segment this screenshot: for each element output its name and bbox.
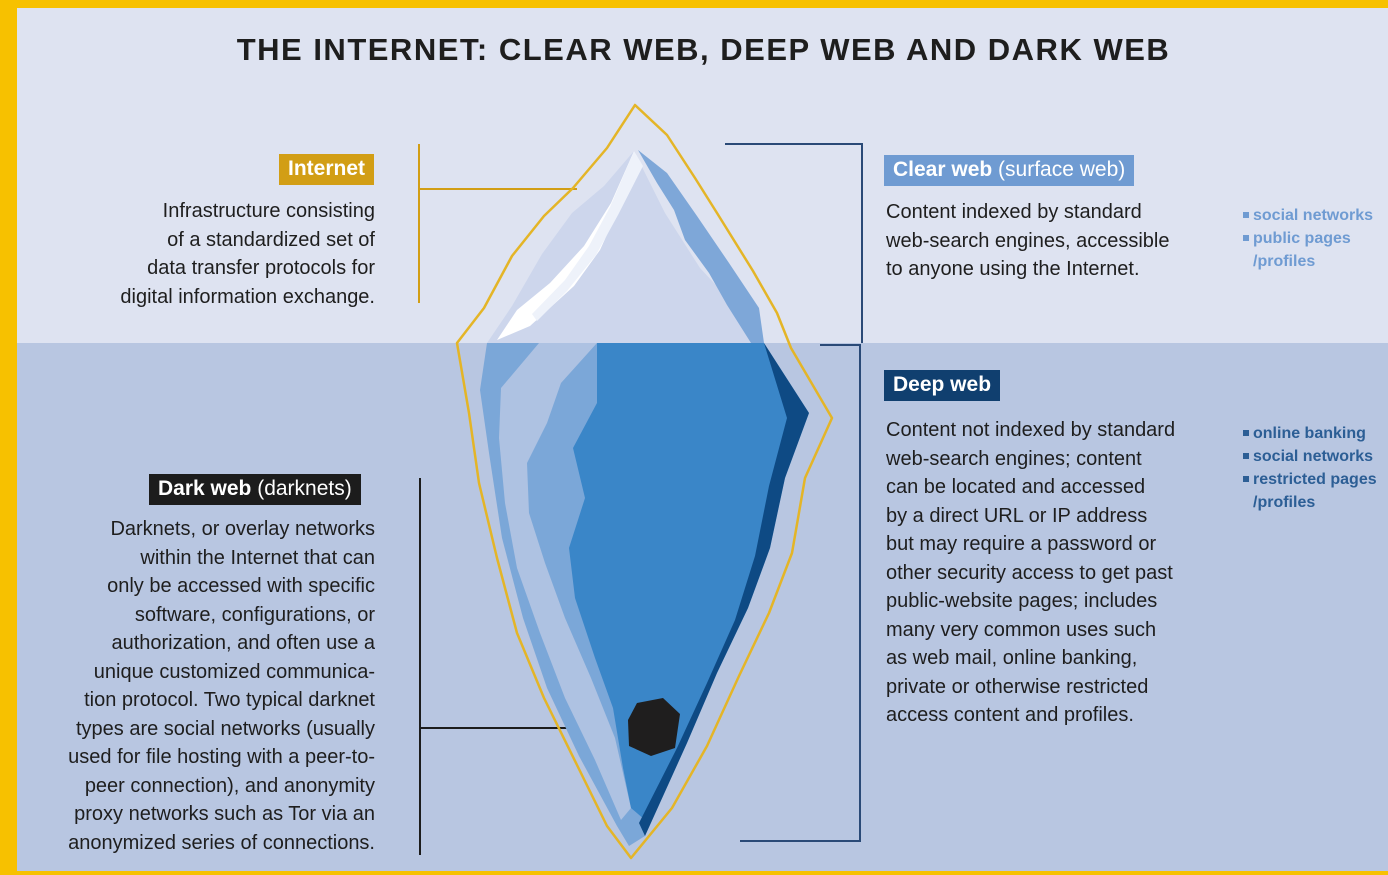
text-line: private or otherwise restricted [886,675,1149,698]
clear-web-label-rest: (surface web) [992,158,1126,181]
dark-web-label: Dark web (darknets) [149,474,361,505]
text-line: authorization, and often use a [111,632,375,654]
text-line: unique customized communica- [93,660,375,683]
text-line: tion protocol. Two typical darknet [84,689,375,711]
text-line: can be located and accessed [886,476,1146,498]
deep-web-label-bold: Deep web [893,373,992,396]
dark-web-description: Darknets, or overlay networks within the… [17,515,375,857]
text-line: web-search engines; content [886,447,1142,470]
internet-outline [455,103,834,860]
iceberg-shadow-face [638,150,764,343]
text-line: to anyone using the Internet. [886,258,1140,280]
text-line: only be accessed with specific [107,575,375,597]
text-line: other security access to get past [886,561,1173,584]
text-line: peer connection), and anonymity [84,774,375,797]
dark-web-rock [628,698,680,756]
page-title: THE INTERNET: CLEAR WEB, DEEP WEB AND DA… [236,32,1171,67]
deep-web-bracket [740,344,861,842]
text-line: used for file hosting with a peer-to- [68,746,375,768]
text-line: many very common uses such [886,618,1157,641]
iceberg-diagram [418,103,863,860]
iceberg-ice-streak [499,343,631,820]
list-item-continuation: /profiles [1253,494,1316,511]
text-line: Content not indexed by standard [886,419,1176,441]
text-line: web-search engines, accessible [886,229,1170,252]
clear-web-label: Clear web (surface web) [884,155,1135,186]
text-line: anonymized series of connections. [68,831,375,854]
list-item-continuation: /profiles [1253,253,1316,270]
text-line: by a direct URL or IP address [886,504,1148,527]
text-line: software, configurations, or [134,603,375,626]
text-line: access content and profiles. [886,704,1134,726]
list-item: social networks [1243,204,1373,227]
text-line: digital information exchange. [120,285,375,308]
iceberg-snow-highlight [532,151,643,321]
dark-web-label-rest: (darknets) [251,477,352,500]
text-line: Content indexed by standard [886,201,1142,223]
clear-web-bracket [725,143,863,343]
deep-web-examples: online banking social networks restricte… [1243,422,1377,514]
text-line: of a standardized set of [167,228,375,251]
iceberg-dark-edge [639,343,809,836]
text-line: Darknets, or overlay networks [110,518,375,540]
text-line: but may require a password or [886,533,1157,555]
internet-label: Internet [279,154,375,185]
dark-web-label-bold: Dark web [158,477,252,500]
text-line: as web mail, online banking, [886,647,1138,669]
list-item: social networks [1243,445,1377,468]
text-line: proxy networks such as Tor via an [74,803,375,825]
text-line: types are social networks (usually [75,717,375,740]
list-item: online banking [1243,422,1377,445]
text-line: within the Internet that can [140,546,375,569]
text-line: Infrastructure consisting [162,200,375,222]
deep-web-label: Deep web [884,370,1001,401]
list-item: public pages [1243,227,1373,250]
deep-web-description: Content not indexed by standard web-sear… [886,416,1226,730]
text-line: public-website pages; includes [886,590,1158,612]
clear-web-description: Content indexed by standard web-search e… [886,198,1226,284]
internet-description: Infrastructure consisting of a standardi… [45,197,375,311]
clear-web-examples: social networks public pages /profiles [1243,204,1373,273]
text-line: data transfer protocols for [147,257,375,279]
iceberg-deep-core [569,343,802,820]
list-item: restricted pages [1243,468,1377,491]
clear-web-label-bold: Clear web [893,158,993,181]
iceberg-snow-face [497,151,634,340]
